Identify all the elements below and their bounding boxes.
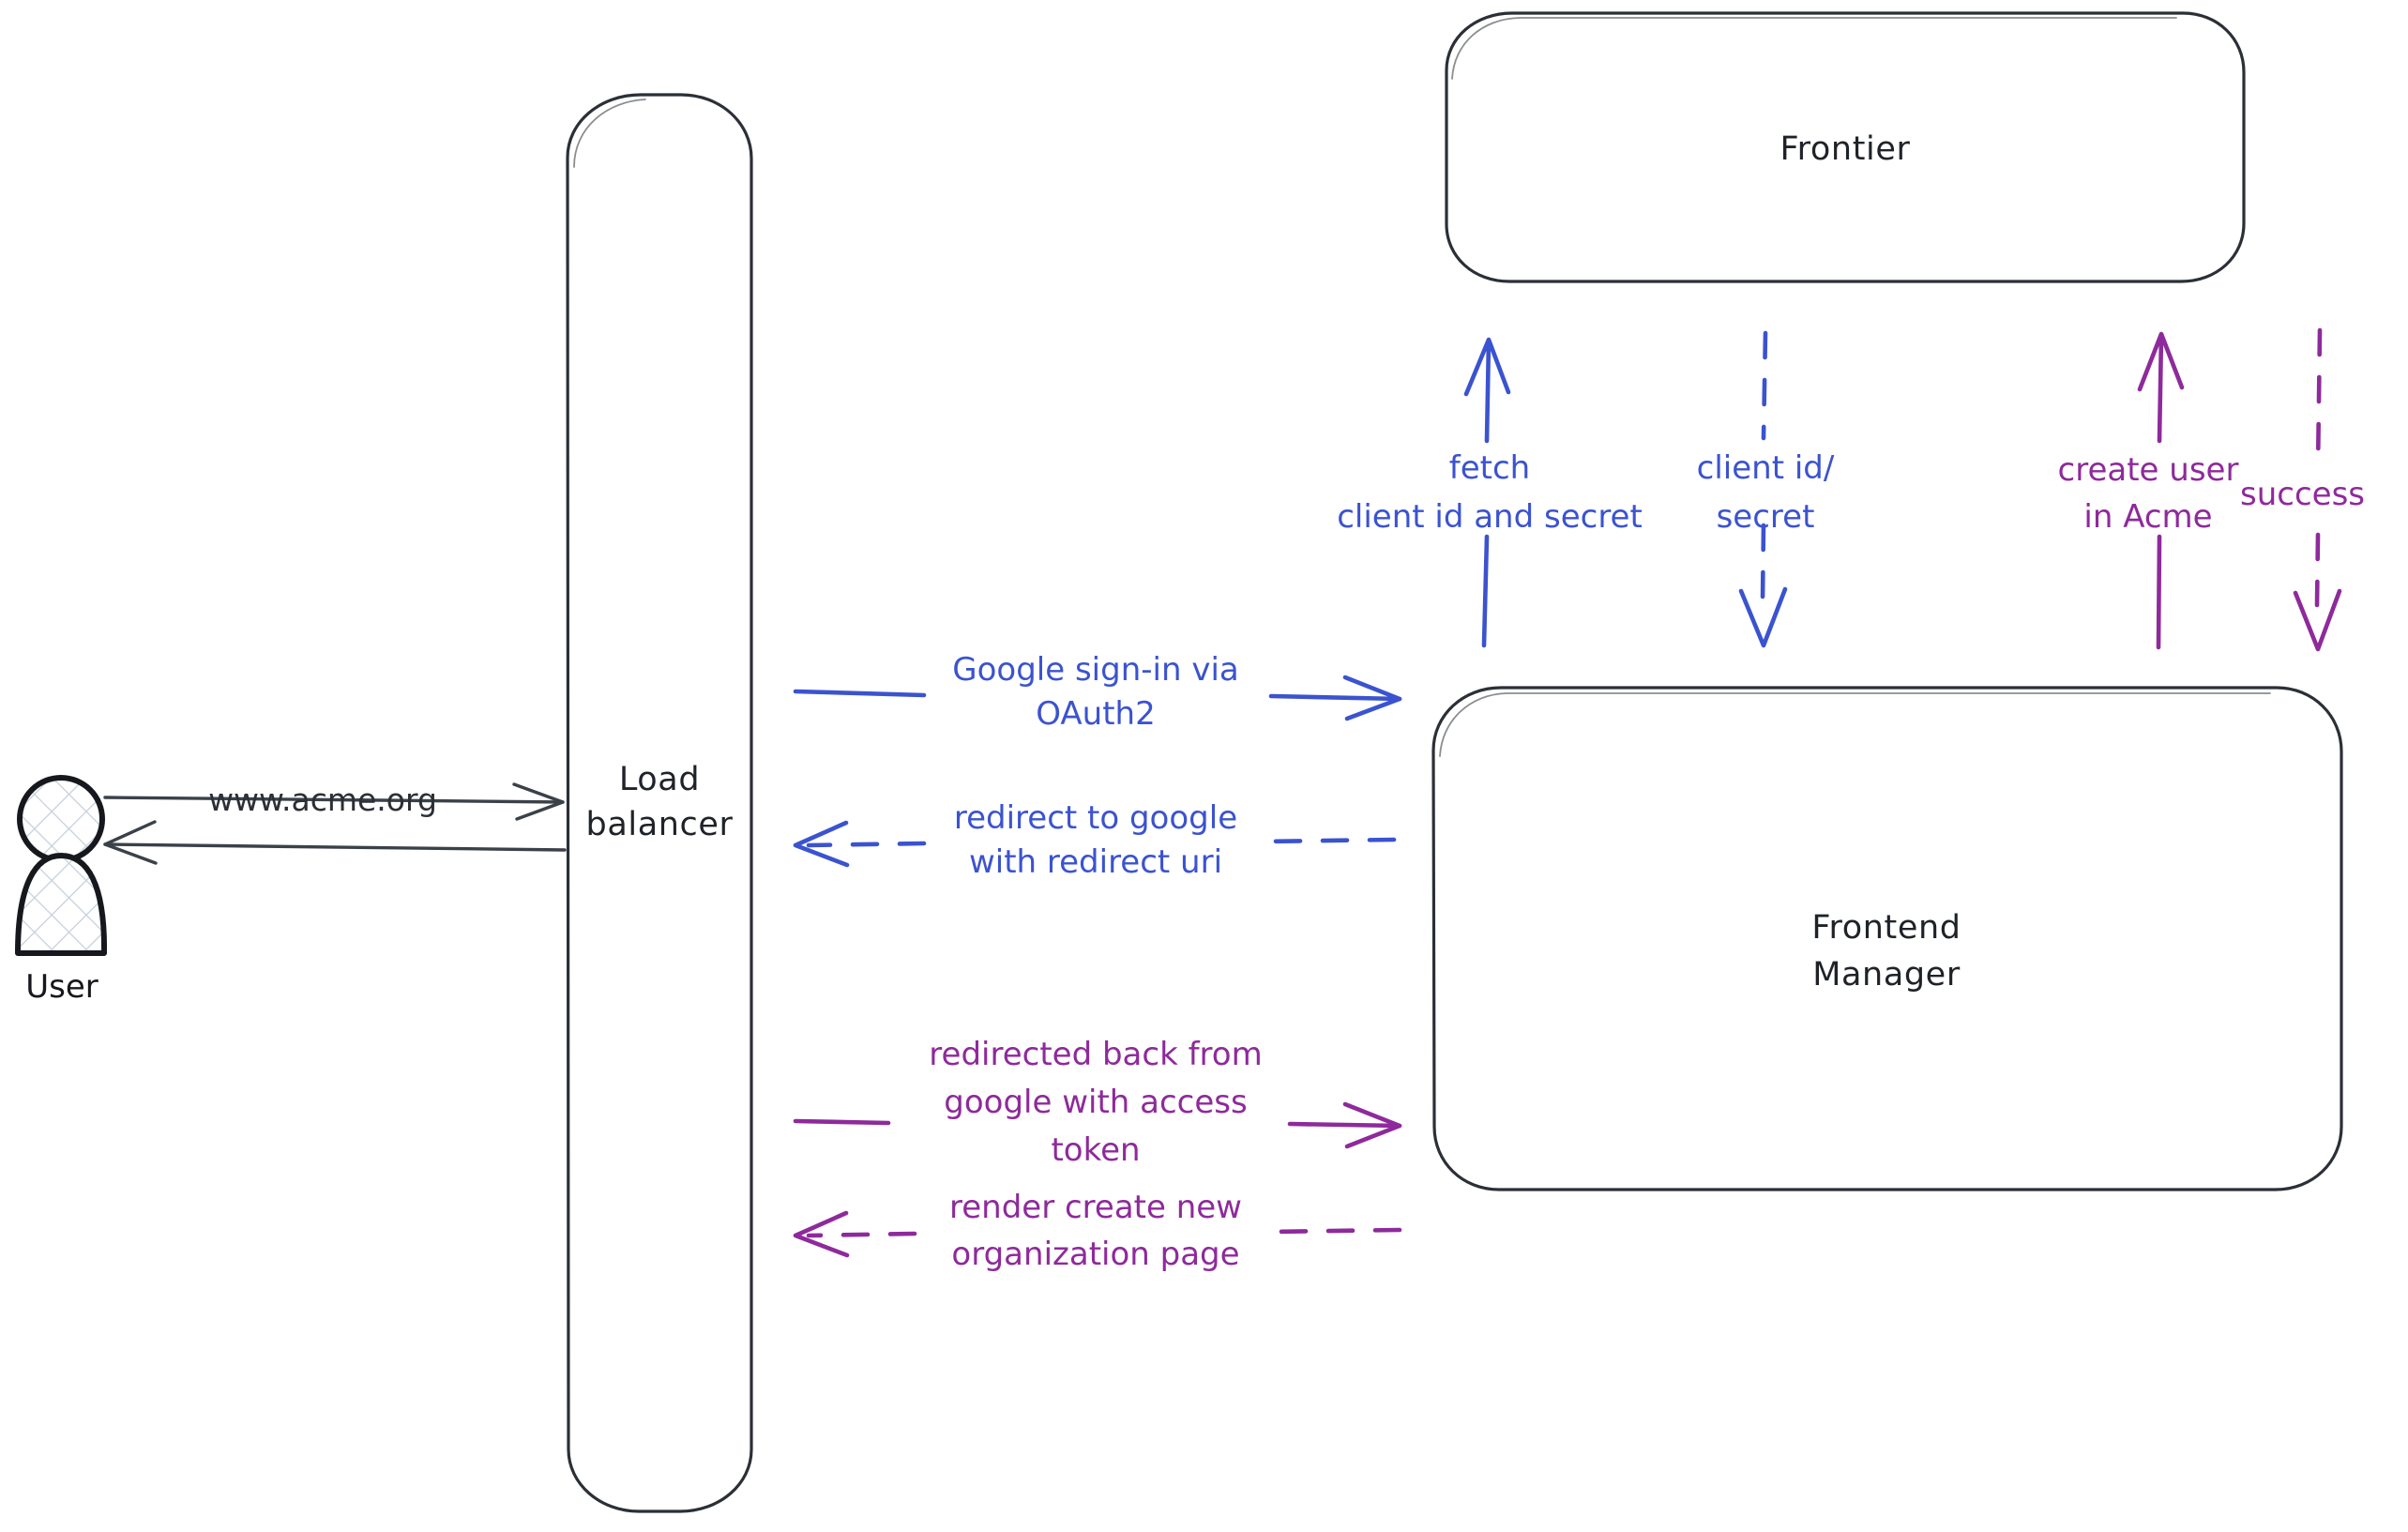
edge-fm-to-lb-render[interactable]: render create new organization page [793, 1189, 1402, 1273]
edge-user-to-lb-label: www.acme.org [208, 781, 437, 818]
edge-create-user-line-top [2157, 332, 2164, 444]
load-balancer-box [566, 93, 753, 1513]
frontend-manager-box [1431, 686, 2343, 1191]
edge-frontier-to-fm-creds[interactable]: client id/ secret [1697, 330, 1835, 648]
actor-user-label: User [25, 968, 98, 1006]
node-frontend-manager[interactable]: Frontend Manager [1431, 686, 2343, 1191]
edge-user-to-lb-arrowhead [512, 782, 565, 821]
edge-success-arrowhead [2293, 588, 2342, 652]
edge-redirect-line-right [1259, 837, 1397, 844]
edge-success-label: success [2240, 476, 2365, 513]
edge-create-user-arrowhead [2137, 331, 2185, 392]
edge-redirect-arrowhead [793, 820, 850, 868]
edge-fetch-label-line1: fetch [1449, 449, 1530, 487]
edge-token-line-left [793, 1118, 891, 1126]
edge-redirect-line-left [806, 841, 927, 848]
edge-fm-to-frontier-create-user[interactable]: create user in Acme [2058, 331, 2239, 650]
frontend-manager-box-sketch [1439, 692, 2271, 757]
load-balancer-label-line1: Load [619, 761, 700, 798]
edge-render-label-line2: organization page [951, 1236, 1239, 1273]
edge-creds-line-bottom [1760, 523, 1766, 603]
edge-signin-line-left [793, 689, 927, 698]
edge-creds-line-top [1761, 330, 1768, 441]
user-body-icon [15, 853, 108, 956]
edge-fetch-label-line2: client id and secret [1337, 498, 1643, 536]
edge-create-user-line-bottom [2156, 534, 2162, 650]
edge-fm-to-frontier-fetch[interactable]: fetch client id and secret [1337, 337, 1643, 648]
edge-render-arrowhead [793, 1210, 850, 1258]
edge-fetch-arrowhead [1463, 337, 1511, 397]
node-load-balancer[interactable]: Load balancer [566, 93, 753, 1513]
edge-token-arrowhead [1342, 1101, 1402, 1149]
load-balancer-box-sketch [573, 99, 646, 168]
load-balancer-label-line2: balancer [586, 806, 734, 843]
node-frontier[interactable]: Frontier [1445, 11, 2246, 283]
user-body-fill [19, 857, 103, 952]
edge-user-to-lb-line [103, 796, 565, 804]
actor-user[interactable]: User [15, 775, 108, 1006]
edge-creds-label-line2: secret [1717, 498, 1815, 536]
edge-signin-arrowhead [1342, 675, 1402, 721]
edge-success-line-top [2315, 327, 2323, 472]
frontend-manager-label-line2: Manager [1812, 956, 1961, 994]
edge-token-label-line1: redirected back from [929, 1036, 1262, 1073]
edge-signin-label-line2: OAuth2 [1036, 695, 1155, 733]
edge-fetch-line-top [1484, 338, 1492, 444]
edge-lb-to-user-arrowhead [103, 820, 158, 865]
edge-lb-to-fm-signin[interactable]: Google sign-in via OAuth2 [793, 651, 1402, 733]
edge-render-line-right [1266, 1227, 1402, 1235]
edge-user-to-load-balancer[interactable]: www.acme.org [103, 781, 565, 821]
edge-redirect-label-line2: with redirect uri [969, 843, 1222, 881]
edge-render-label-line1: render create new [949, 1189, 1242, 1226]
edge-signin-label-line1: Google sign-in via [952, 651, 1238, 689]
frontier-box-sketch [1451, 17, 2177, 80]
edge-render-line-left [806, 1231, 917, 1238]
edge-load-balancer-to-user[interactable] [103, 820, 567, 865]
edge-lb-to-fm-token[interactable]: redirected back from google with access … [793, 1036, 1402, 1169]
edge-redirect-label-line1: redirect to google [954, 799, 1237, 837]
edge-token-label-line3: token [1051, 1131, 1140, 1169]
edge-fm-to-lb-redirect[interactable]: redirect to google with redirect uri [793, 799, 1397, 881]
user-head-fill [20, 778, 102, 860]
edge-frontier-to-fm-success[interactable]: success [2240, 327, 2365, 652]
edge-create-user-label-line1: create user [2058, 451, 2239, 489]
frontier-box [1445, 11, 2246, 283]
edge-token-label-line2: google with access [944, 1084, 1247, 1121]
edge-success-line-bottom [2314, 532, 2321, 608]
edge-lb-to-user-line [103, 842, 567, 852]
edge-creds-arrowhead [1738, 586, 1788, 648]
frontier-label: Frontier [1780, 130, 1911, 168]
edge-fetch-line-bottom [1481, 534, 1490, 648]
edge-token-line-right [1287, 1121, 1402, 1129]
edge-creds-label-line1: client id/ [1697, 449, 1835, 487]
edge-signin-line-right [1268, 693, 1402, 702]
frontend-manager-label-line1: Frontend [1811, 909, 1961, 947]
edge-create-user-label-line2: in Acme [2083, 498, 2212, 536]
